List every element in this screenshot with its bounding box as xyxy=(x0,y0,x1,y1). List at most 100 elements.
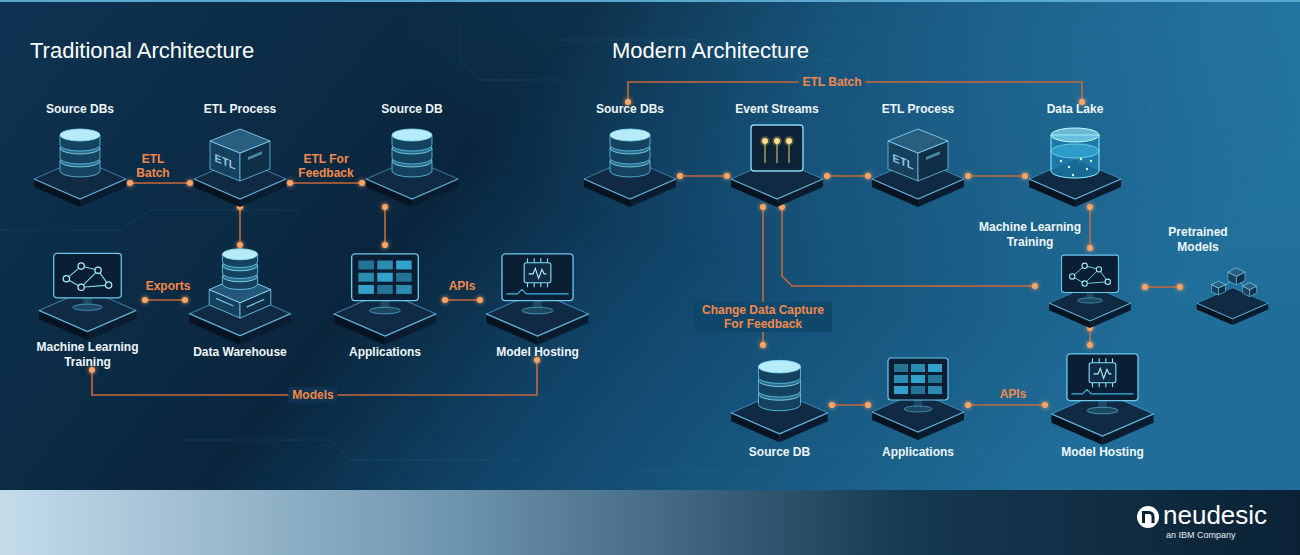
architecture-node: ETL Process xyxy=(868,102,968,207)
platform-edge xyxy=(39,310,136,331)
connector xyxy=(145,299,185,301)
connector-dot xyxy=(1042,402,1048,408)
connector-dot xyxy=(760,342,766,348)
icon-group xyxy=(1029,128,1121,207)
architecture-node: Data Warehouse xyxy=(185,245,295,360)
screen-frame xyxy=(1062,255,1119,292)
node-label: Applications xyxy=(868,445,968,460)
app-tile xyxy=(928,386,942,394)
connector-dot xyxy=(237,242,243,248)
node-label: Source DB xyxy=(727,445,832,460)
node-label: Source DBs xyxy=(580,102,680,117)
connector-dot xyxy=(625,99,631,105)
connector-group xyxy=(442,297,483,303)
icon-group xyxy=(34,129,126,207)
platform-edge xyxy=(334,314,436,336)
icon-group xyxy=(731,360,828,442)
app-tile xyxy=(911,386,925,394)
screen-frame xyxy=(54,253,122,297)
chip-pin xyxy=(527,283,528,287)
icon-group xyxy=(334,254,436,345)
screen-base xyxy=(1078,298,1103,303)
network-node xyxy=(1105,279,1110,284)
architecture-node: Machine Learning Training xyxy=(1035,248,1145,328)
lake-particle xyxy=(1090,160,1092,162)
app-tile xyxy=(358,273,374,282)
connector xyxy=(968,175,1025,177)
logo-glyph xyxy=(1144,513,1154,524)
connector-dot xyxy=(382,204,388,210)
db-disk xyxy=(392,129,432,141)
network-link xyxy=(81,285,108,287)
connector-group xyxy=(287,180,365,186)
event-light xyxy=(762,138,768,144)
circuit-texture xyxy=(0,20,1300,470)
app-tile xyxy=(396,285,412,294)
lake-top xyxy=(1051,128,1099,142)
platform-edge xyxy=(731,413,828,434)
chip-pin xyxy=(547,283,548,287)
node-icon xyxy=(480,245,595,345)
architecture-node: Applications xyxy=(868,345,968,460)
node-label: ETL Process xyxy=(190,102,290,117)
icon-group xyxy=(39,253,136,340)
connector-group xyxy=(965,173,1028,179)
connector xyxy=(445,299,480,301)
network-node xyxy=(78,263,84,269)
app-tile xyxy=(928,375,942,383)
connector xyxy=(384,207,386,245)
edge-label: Change Data Capture For Feedback xyxy=(694,302,832,332)
network-node xyxy=(63,276,69,282)
node-label: Data Lake xyxy=(1025,102,1125,117)
connector-dot xyxy=(1177,284,1183,290)
server-vent xyxy=(216,298,234,306)
connector xyxy=(827,175,868,177)
cube-face xyxy=(1212,281,1226,288)
circuit-line xyxy=(460,20,560,80)
app-tile xyxy=(377,273,393,282)
icon-group xyxy=(486,254,588,345)
event-light xyxy=(774,138,780,144)
icon-group xyxy=(584,129,676,207)
connector xyxy=(782,207,1035,286)
platform-edge xyxy=(1049,303,1131,321)
icon-group xyxy=(731,125,823,207)
platform-edge xyxy=(366,179,458,199)
connector-dot xyxy=(89,367,95,373)
connector-dot xyxy=(760,204,766,210)
circuit-line xyxy=(1150,20,1170,200)
connector-dot xyxy=(187,180,193,186)
edge-label: APIs xyxy=(1000,387,1027,401)
lake-particle xyxy=(1086,168,1088,170)
connector-group xyxy=(965,402,1048,408)
section-title: Modern Architecture xyxy=(612,38,809,64)
edge-label: ETL Batch xyxy=(798,74,865,90)
chip-pin xyxy=(1112,383,1113,387)
chip-pin xyxy=(534,283,535,287)
edge-label: ETL For Feedback xyxy=(291,152,361,180)
network-node xyxy=(95,267,101,273)
node-icon xyxy=(190,117,290,207)
lake-particle xyxy=(1072,174,1074,176)
node-label: ETL Process xyxy=(868,102,968,117)
connector xyxy=(239,207,241,245)
connector xyxy=(832,404,868,406)
connector-group xyxy=(382,204,388,248)
architecture-node: Source DB xyxy=(362,102,462,207)
lake-particle xyxy=(1068,166,1070,168)
connector-dot xyxy=(442,297,448,303)
connector-group xyxy=(127,180,193,186)
connector xyxy=(130,182,190,184)
architecture-node: Source DBs xyxy=(30,102,130,207)
platform-top xyxy=(1197,288,1269,319)
connector-dot xyxy=(779,204,785,210)
chip-pin xyxy=(540,283,541,287)
signal-line xyxy=(1071,389,1133,393)
connector-dot xyxy=(829,402,835,408)
app-tile xyxy=(894,364,908,372)
connector-dot xyxy=(724,173,730,179)
connector-dot xyxy=(1087,325,1093,331)
connector-dot xyxy=(1032,283,1038,289)
architecture-node: Machine Learning Training xyxy=(30,245,145,370)
connector xyxy=(1089,328,1091,345)
